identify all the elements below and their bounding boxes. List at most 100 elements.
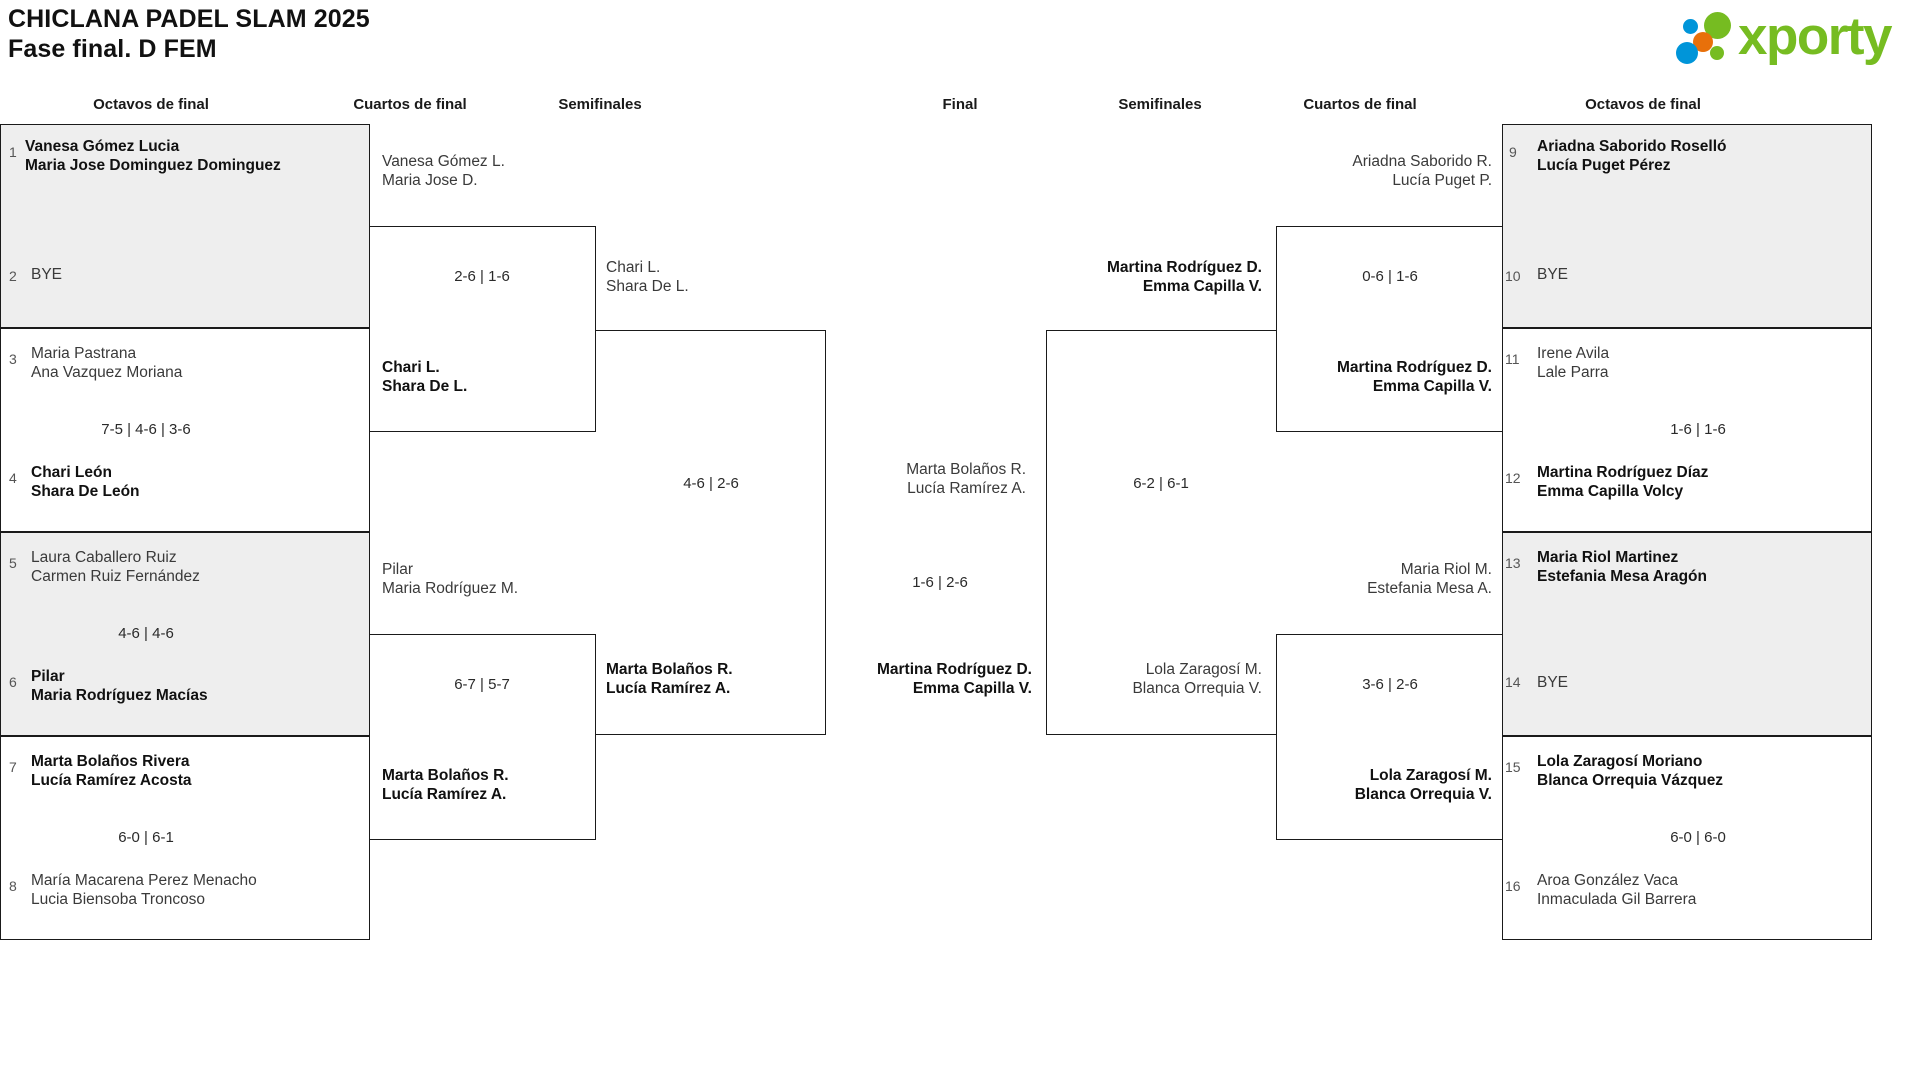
left-sf-top-name-line1: Chari L. (606, 259, 661, 276)
player-name-line1: Maria Riol Martinez (1537, 549, 1679, 566)
player-name-line2: Lucia Biensoba Troncoso (31, 891, 206, 908)
player-name-line1: Maria Pastrana (31, 345, 137, 362)
player-name-line2: Estefania Mesa Aragón (1537, 568, 1707, 585)
seed-number: 16 (1505, 878, 1521, 894)
phase-subtitle: Fase final. D FEM (8, 35, 217, 63)
seed-number: 2 (9, 268, 17, 284)
player-name-line1: BYE (1537, 674, 1569, 691)
seed-number: 10 (1505, 268, 1521, 284)
logo-dots-icon (1666, 10, 1742, 68)
player-name-line1: BYE (31, 266, 63, 283)
right-qf-bottom2-name-line2: Blanca Orrequia V. (1354, 786, 1492, 803)
left-qf-match-2-score: 6-7 | 5-7 (454, 676, 510, 693)
match-score: 6-0 | 6-0 (1670, 829, 1726, 846)
left-sf-score: 4-6 | 2-6 (683, 475, 739, 492)
left-qf-top2-name-line1: Pilar (382, 561, 414, 578)
logo-dot-green-small (1710, 46, 1724, 60)
round-heading-right-qf: Cuartos de final (1303, 96, 1417, 113)
seed-number: 9 (1509, 144, 1517, 160)
match-score: 7-5 | 4-6 | 3-6 (101, 421, 191, 438)
right-qf-match-2-score: 3-6 | 2-6 (1362, 676, 1418, 693)
left-r16-match-2[interactable]: 3 Maria Pastrana Ana Vazquez Moriana 7-5… (0, 328, 370, 532)
player-name-line1: Ariadna Saborido Roselló (1537, 138, 1727, 155)
player-name-line1: Marta Bolaños Rivera (31, 753, 190, 770)
seed-number: 5 (9, 555, 17, 571)
seed-number: 13 (1505, 555, 1521, 571)
final-bottom-name-line2: Emma Capilla V. (912, 680, 1032, 697)
left-sf-bottom-name-line2: Lucía Ramírez A. (606, 680, 731, 697)
left-qf-bottom2-name-line1: Marta Bolaños R. (382, 767, 509, 784)
right-sf-top-name-line1: Martina Rodríguez D. (1106, 259, 1262, 276)
player-name-line1: Lola Zaragosí Moriano (1537, 753, 1703, 770)
left-qf-top2-name-line2: Maria Rodríguez M. (382, 580, 519, 597)
round-heading-right-sf: Semifinales (1118, 96, 1202, 113)
player-name-line2: Maria Rodríguez Macías (31, 687, 208, 704)
page-title: CHICLANA PADEL SLAM 2025 Fase final. D F… (8, 4, 370, 64)
left-sf-top-name-line2: Shara De L. (606, 278, 689, 295)
right-qf-match-2-frame[interactable] (1276, 634, 1502, 840)
player-name-line1: Irene Avila (1537, 345, 1610, 362)
seed-number: 8 (9, 878, 17, 894)
right-r16-match-1[interactable]: 9 Ariadna Saborido Roselló Lucía Puget P… (1502, 124, 1872, 328)
player-name-line2: Lucía Ramírez Acosta (31, 772, 192, 789)
player-name-line1: Chari León (31, 464, 112, 481)
player-name-line2: Emma Capilla Volcy (1537, 483, 1684, 500)
right-sf-score: 6-2 | 6-1 (1133, 475, 1189, 492)
right-sf-match-frame[interactable] (1046, 330, 1276, 735)
seed-number: 14 (1505, 674, 1521, 690)
player-name-line2: Maria Jose Dominguez Dominguez (25, 157, 281, 174)
seed-number: 1 (9, 144, 17, 160)
player-name-line2: Lale Parra (1537, 364, 1609, 381)
player-name-line2: Lucía Puget Pérez (1537, 157, 1671, 174)
player-name-line2: Carmen Ruiz Fernández (31, 568, 200, 585)
player-name-line1: Vanesa Gómez Lucia (25, 138, 180, 155)
left-qf-bottom-name-line2: Shara De L. (382, 378, 468, 395)
left-qf-match-1-score: 2-6 | 1-6 (454, 268, 510, 285)
match-score: 1-6 | 1-6 (1670, 421, 1726, 438)
right-qf-top-name-line2: Lucía Puget P. (1392, 172, 1492, 189)
final-top-name-line1: Marta Bolaños R. (906, 461, 1026, 478)
right-qf-bottom2-name-line1: Lola Zaragosí M. (1369, 767, 1492, 784)
tournament-title: CHICLANA PADEL SLAM 2025 (8, 5, 370, 33)
right-qf-match-1-frame[interactable] (1276, 226, 1502, 432)
right-qf-top-name-line1: Ariadna Saborido R. (1352, 153, 1492, 170)
left-sf-match-frame[interactable] (596, 330, 826, 735)
final-score: 1-6 | 2-6 (912, 574, 968, 591)
final-top-name-line2: Lucía Ramírez A. (907, 480, 1026, 497)
logo-dot-blue-small (1683, 19, 1698, 34)
player-name-line1: Martina Rodríguez Díaz (1537, 464, 1709, 481)
left-qf-top-name-line1: Vanesa Gómez L. (382, 153, 505, 170)
round-heading-right-r16: Octavos de final (1585, 96, 1701, 113)
right-qf-top2-name-line2: Estefania Mesa A. (1367, 580, 1492, 597)
player-name-line1: Laura Caballero Ruiz (31, 549, 177, 566)
seed-number: 7 (9, 759, 17, 775)
left-qf-top-name-line2: Maria Jose D. (382, 172, 478, 189)
left-r16-match-4[interactable]: 7 Marta Bolaños Rivera Lucía Ramírez Aco… (0, 736, 370, 940)
logo-dot-orange (1693, 32, 1713, 52)
player-name-line1: BYE (1537, 266, 1569, 283)
seed-number: 4 (9, 470, 17, 486)
seed-number: 15 (1505, 759, 1521, 775)
right-qf-top2-name-line1: Maria Riol M. (1400, 561, 1492, 578)
match-score: 4-6 | 4-6 (118, 625, 174, 642)
right-r16-match-3[interactable]: 13 Maria Riol Martinez Estefania Mesa Ar… (1502, 532, 1872, 736)
left-r16-match-3[interactable]: 5 Laura Caballero Ruiz Carmen Ruiz Ferná… (0, 532, 370, 736)
seed-number: 6 (9, 674, 17, 690)
xporty-logo: xporty (1666, 7, 1906, 70)
player-name-line2: Ana Vazquez Moriana (31, 364, 183, 381)
player-name-line1: Pilar (31, 668, 65, 685)
round-heading-final: Final (942, 96, 978, 113)
right-sf-bottom-name-line2: Blanca Orrequia V. (1132, 680, 1262, 697)
player-name-line2: Shara De León (31, 483, 140, 500)
right-r16-match-2[interactable]: 11 Irene Avila Lale Parra 1-6 | 1-6 12 M… (1502, 328, 1872, 532)
final-bottom-name-line1: Martina Rodríguez D. (876, 661, 1032, 678)
seed-number: 3 (9, 351, 17, 367)
left-qf-match-1-frame[interactable] (370, 226, 596, 432)
round-heading-left-qf: Cuartos de final (353, 96, 467, 113)
left-qf-bottom-name-line1: Chari L. (382, 359, 440, 376)
left-qf-match-2-frame[interactable] (370, 634, 596, 840)
left-qf-bottom2-name-line2: Lucía Ramírez A. (382, 786, 507, 803)
right-r16-match-4[interactable]: 15 Lola Zaragosí Moriano Blanca Orrequia… (1502, 736, 1872, 940)
left-r16-match-1[interactable]: 1 Vanesa Gómez Lucia Maria Jose Domingue… (0, 124, 370, 328)
